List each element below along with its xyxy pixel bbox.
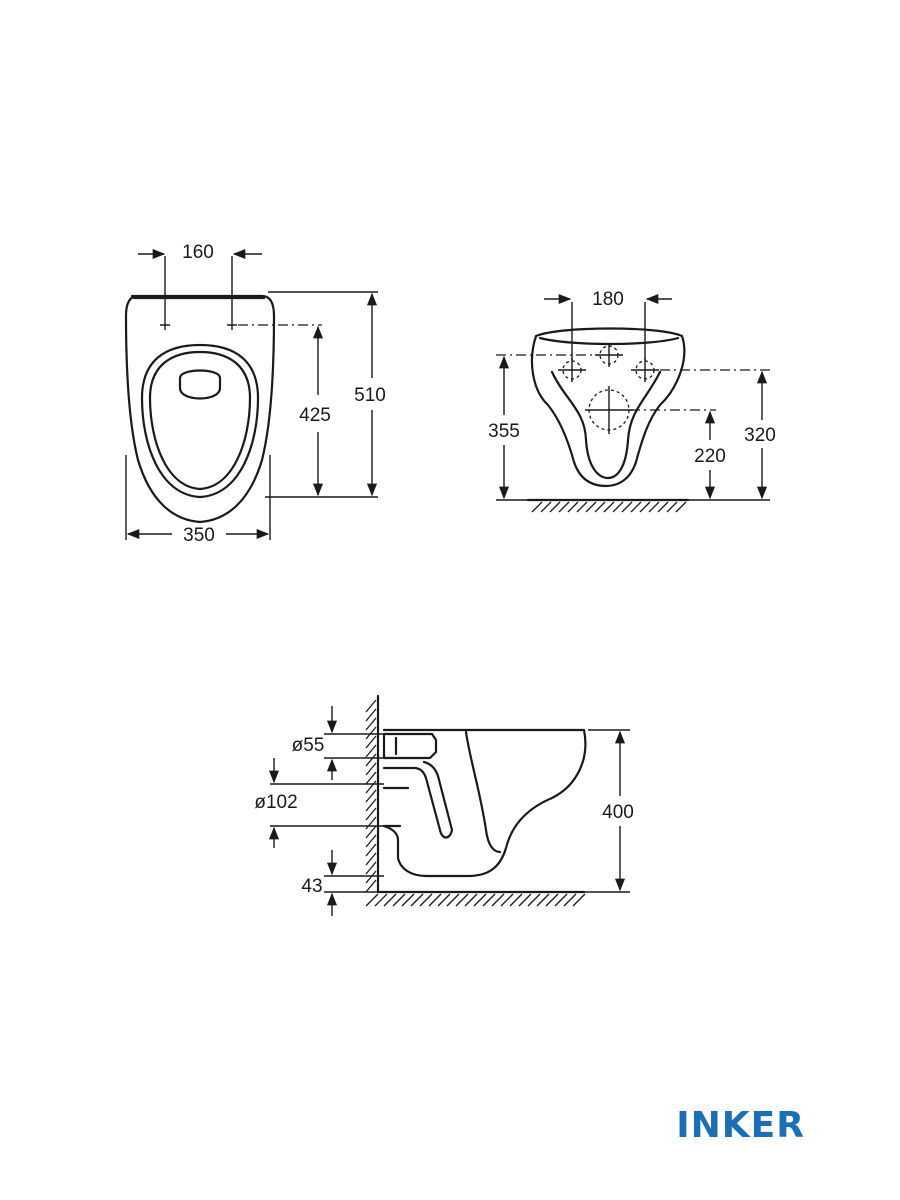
hatch-line [365, 762, 377, 776]
bowl-outline [124, 294, 276, 524]
dim-height-right-label: 320 [744, 425, 776, 446]
hatch-line [365, 825, 377, 839]
hatch-line [509, 893, 523, 907]
hatch-line [410, 893, 424, 907]
hatch-line [365, 789, 377, 803]
hatch-line [567, 501, 579, 513]
hatch-line [558, 501, 570, 513]
hatch-line [621, 501, 633, 513]
hatch-line [585, 501, 597, 513]
hatch-line [576, 501, 588, 513]
dim-bottom-offset-label: 43 [301, 876, 322, 897]
floor-hatch [365, 893, 586, 907]
side-view: ø55 ø102 43 400 [254, 694, 634, 916]
hatch-line [365, 735, 377, 749]
outlet-pipe-lower [382, 786, 410, 828]
hatch-line [675, 501, 687, 513]
hatch-line [365, 816, 377, 830]
hatch-line [365, 843, 377, 857]
dim-outlet-height-label: 220 [694, 446, 726, 467]
hatch-line [666, 501, 678, 513]
hatch-line [464, 893, 478, 907]
dim-total-length-label: 510 [354, 385, 386, 406]
hatch-line [365, 879, 377, 893]
dim-inlet-diameter-label: ø55 [292, 735, 325, 756]
side-bowl-interior [464, 730, 502, 854]
hatch-line [365, 771, 377, 785]
inlet-connector [382, 732, 438, 760]
hatch-line [639, 501, 651, 513]
hatch-line [536, 893, 550, 907]
hatch-line [554, 893, 568, 907]
hatch-line [527, 893, 541, 907]
hatch-line [455, 893, 469, 907]
hatch-line [365, 807, 377, 821]
hatch-line [446, 893, 460, 907]
brand-logo: INKER [676, 1105, 805, 1146]
hatch-line [482, 893, 496, 907]
hatch-line [365, 780, 377, 794]
hatch-line [374, 893, 388, 907]
hatch-line [365, 834, 377, 848]
hatch-line [365, 852, 377, 866]
outlet-pipe [382, 760, 454, 839]
top-view: 160 425 510 350 [124, 242, 386, 546]
rear-top-edge [538, 336, 680, 346]
hatch-line [545, 893, 559, 907]
hatch-line [603, 501, 615, 513]
hatch-line [365, 708, 377, 722]
dim-height-label: 400 [602, 802, 634, 823]
dim-fixing-spacing-label: 180 [592, 289, 624, 310]
hatch-line [365, 726, 377, 740]
hatch-line [612, 501, 624, 513]
hatch-line [365, 753, 377, 767]
rear-body-inner [550, 370, 662, 480]
center-marks [558, 343, 659, 434]
fixing-mark-left [160, 320, 170, 330]
hatch-line [365, 893, 379, 907]
hatch-line [518, 893, 532, 907]
side-bowl-outline [382, 728, 587, 878]
hatch-line [419, 893, 433, 907]
dim-height-left-label: 355 [488, 421, 520, 442]
dim-outlet-diameter-label: ø102 [254, 792, 297, 813]
hatch-line [572, 893, 586, 907]
hatch-line [630, 501, 642, 513]
floor-hatch [531, 501, 687, 513]
wall-hatch [365, 699, 377, 893]
dim-total-width-label: 350 [183, 525, 215, 546]
hatch-line [383, 893, 397, 907]
hatch-line [437, 893, 451, 907]
hatch-line [657, 501, 669, 513]
hatch-line [365, 861, 377, 875]
hatch-line [531, 501, 543, 513]
hatch-line [365, 744, 377, 758]
hatch-line [549, 501, 561, 513]
hatch-line [540, 501, 552, 513]
rear-body-outline [530, 327, 686, 488]
hatch-line [473, 893, 487, 907]
seat-inner [148, 350, 252, 491]
dim-top-width-label: 160 [182, 242, 214, 263]
hatch-line [594, 501, 606, 513]
hatch-line [392, 893, 406, 907]
hatch-line [500, 893, 514, 907]
hatch-line [365, 798, 377, 812]
hatch-line [563, 893, 577, 907]
hatch-line [491, 893, 505, 907]
drain-opening [178, 369, 222, 400]
seat-opening [140, 343, 260, 499]
hatch-line [365, 699, 377, 713]
hatch-line [365, 870, 377, 884]
hatch-line [365, 717, 377, 731]
fixing-mark-right [227, 320, 237, 330]
hatch-line [401, 893, 415, 907]
hatch-line [428, 893, 442, 907]
dim-fixing-length-label: 425 [299, 405, 331, 426]
rear-view: 180 355 320 220 [488, 289, 776, 513]
hatch-line [648, 501, 660, 513]
